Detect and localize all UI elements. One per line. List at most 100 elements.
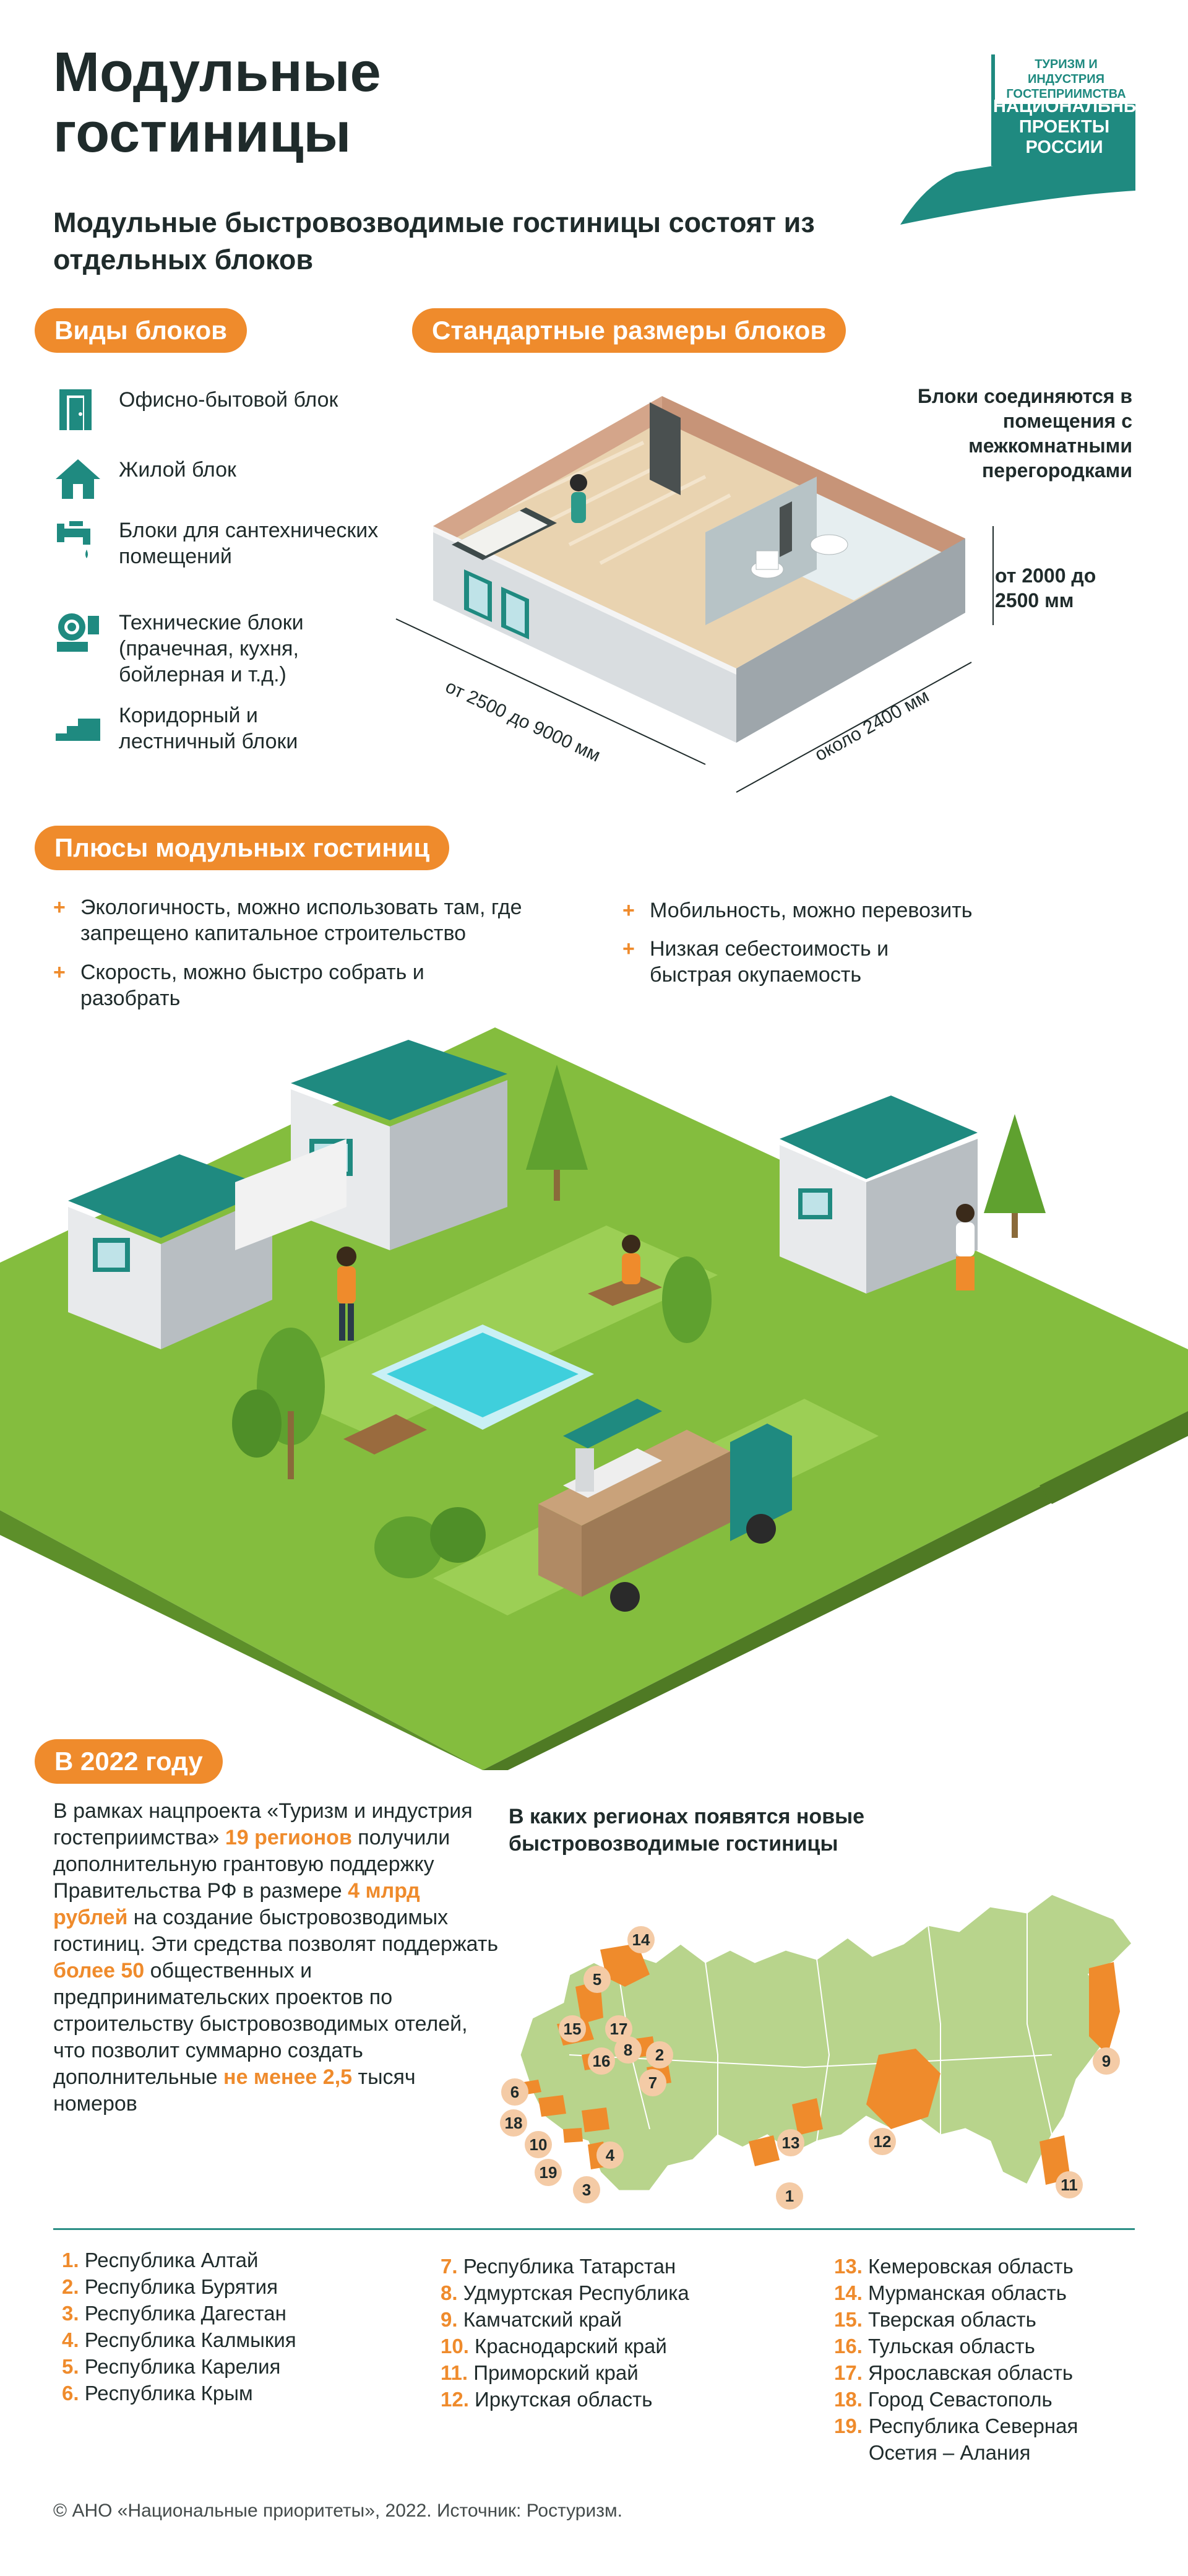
pros-section-label: Плюсы модульных гостиниц [35,826,450,870]
map-marker-12: 12 [869,2128,896,2155]
height-dimension-label: от 2000 до 2500 мм [995,564,1096,612]
svg-text:2: 2 [655,2046,664,2064]
logo-line-3: НАЦИОНАЛЬНЫЕ [993,97,1153,116]
text-part: на создание быстровозводимых гостиниц. Э… [53,1906,499,1956]
block-item-label: Блоки для сантехнических помещений [119,519,379,568]
logo-line-5: РОССИИ [1025,137,1103,157]
regions-column-2: 7. Республика Татарстан 8. Удмуртская Ре… [441,2253,812,2413]
svg-text:12: 12 [874,2132,892,2151]
svg-text:15: 15 [564,2020,582,2038]
highlight-projects-count: более 50 [53,1959,145,1982]
region-item: 13. Кемеровская область [834,2255,1074,2278]
map-marker-7: 7 [639,2069,666,2096]
map-marker-2: 2 [646,2041,673,2068]
map-marker-3: 3 [573,2176,600,2203]
map-marker-17: 17 [605,2015,632,2042]
region-item: 6. Республика Крым [62,2382,253,2405]
svg-text:16: 16 [593,2052,611,2070]
block-item-label: Коридорный и лестничный блоки [119,704,298,753]
plus-icon: + [53,896,66,919]
map-marker-13: 13 [777,2129,804,2156]
region-item: 16. Тульская область [834,2335,1035,2358]
pro-item: + Скорость, можно быстро собрать и разоб… [53,959,486,1011]
block-item-technical: Технические блоки (прачечная, кухня, бой… [53,610,400,688]
region-item: 9. Камчатский край [441,2308,622,2331]
block-item-corridor: Коридорный и лестничный блоки [53,702,400,754]
washing-machine-icon [53,610,103,654]
region-item: 10. Краснодарский край [441,2335,667,2358]
map-title: В каких регионах появятся новые быстрово… [509,1805,865,1856]
region-item: 1. Республика Алтай [62,2249,259,2271]
pro-item: + Экологичность, можно использовать там,… [53,894,548,946]
section-divider [53,2228,1135,2230]
region-item: 18. Город Севастополь [834,2388,1052,2411]
map-marker-15: 15 [559,2015,586,2042]
map-marker-6: 6 [501,2078,528,2106]
regions-column-3: 13. Кемеровская область 14. Мурманская о… [834,2253,1168,2466]
regions-column-1: 1. Республика Алтай 2. Республика Буряти… [62,2247,408,2406]
logo-line-1: ТУРИЗМ И ИНДУСТРИЯ [1027,58,1104,86]
plus-icon: + [622,899,635,922]
block-item-label: Технические блоки (прачечная, кухня, бой… [119,611,304,686]
year-section-label: В 2022 году [35,1739,223,1784]
highlight-rooms-count: не менее 2,5 [223,2065,353,2089]
pro-item-text: Скорость, можно быстро собрать и разобра… [80,961,424,1010]
pro-item-text: Мобильность, можно перевозить [650,899,973,922]
region-item: 4. Республика Калмыкия [62,2328,296,2351]
text-part: В рамках нацпроекта «Туризм и индустрия … [53,1799,473,1849]
pro-item: + Низкая себестоимость и быстрая окупаем… [622,936,932,988]
block-item-office: Офисно-бытовой блок [53,387,400,431]
region-item: 19.Республика Северная Осетия – Алания [834,2414,1078,2464]
pro-item-text: Экологичность, можно использовать там, г… [80,896,522,945]
svg-text:6: 6 [510,2083,519,2101]
sizes-section-label: Стандартные размеры блоков [412,308,846,353]
map-marker-1: 1 [776,2182,803,2210]
plus-icon: + [53,961,66,984]
map-marker-11: 11 [1056,2171,1083,2198]
year-section-text: В рамках нацпроекта «Туризм и индустрия … [53,1798,499,2117]
pro-item-text: Низкая себестоимость и быстрая окупаемос… [650,937,889,987]
svg-text:4: 4 [606,2146,615,2164]
map-marker-16: 16 [588,2047,615,2075]
russia-regions-map: 14 5 15 17 16 8 2 7 6 18 10 4 19 3 13 1 … [495,1869,1151,2216]
svg-text:1: 1 [785,2187,794,2205]
map-marker-5: 5 [583,1966,611,1993]
svg-text:5: 5 [593,1970,601,1989]
block-item-living: Жилой блок [53,457,400,501]
svg-text:18: 18 [505,2114,523,2132]
region-item: 15. Тверская область [834,2308,1036,2331]
map-marker-9: 9 [1093,2047,1120,2075]
svg-text:9: 9 [1102,2052,1111,2070]
map-marker-10: 10 [525,2131,552,2158]
text-part: тысяч номеров [53,2065,416,2116]
svg-text:7: 7 [648,2073,657,2092]
region-item: 5. Республика Карелия [62,2355,281,2378]
region-item: 8. Удмуртская Республика [441,2281,689,2304]
highlight-grant-amount: 4 млрд рублей [53,1879,420,1929]
pro-item: + Мобильность, можно перевозить [622,897,1105,923]
modular-hotel-scene-illustration [0,1003,1188,1783]
blocks-connection-note: Блоки соединяются в помещения с межкомна… [918,385,1132,482]
region-item: 12. Иркутская область [441,2388,653,2411]
region-item: 2. Республика Бурятия [62,2275,278,2298]
region-item: 11. Приморский край [441,2361,639,2384]
text-part: получили дополнительную грантовую поддер… [53,1826,450,1903]
map-marker-19: 19 [535,2159,562,2186]
highlight-regions-count: 19 регионов [225,1826,352,1849]
region-item: 14. Мурманская область [834,2281,1067,2304]
svg-text:19: 19 [540,2163,557,2182]
page-title: Модульные гостиницы [53,41,381,164]
svg-text:13: 13 [782,2133,800,2152]
map-marker-4: 4 [596,2142,624,2169]
module-block-illustration: от 2500 до 9000 мм около 2400 мм [384,384,1002,817]
map-marker-8: 8 [614,2036,642,2064]
blocks-section-label: Виды блоков [35,308,247,353]
svg-text:11: 11 [1061,2176,1078,2194]
page-subtitle: Модульные быстровозводимые гостиницы сос… [53,207,815,275]
logo-line-2: ГОСТЕПРИИМСТВА [1006,87,1126,101]
logo-line-4: ПРОЕКТЫ [1018,117,1110,137]
map-marker-14: 14 [627,1926,655,1953]
region-item: 17. Ярославская область [834,2361,1074,2384]
svg-text:3: 3 [582,2181,591,2199]
plus-icon: + [622,937,635,961]
